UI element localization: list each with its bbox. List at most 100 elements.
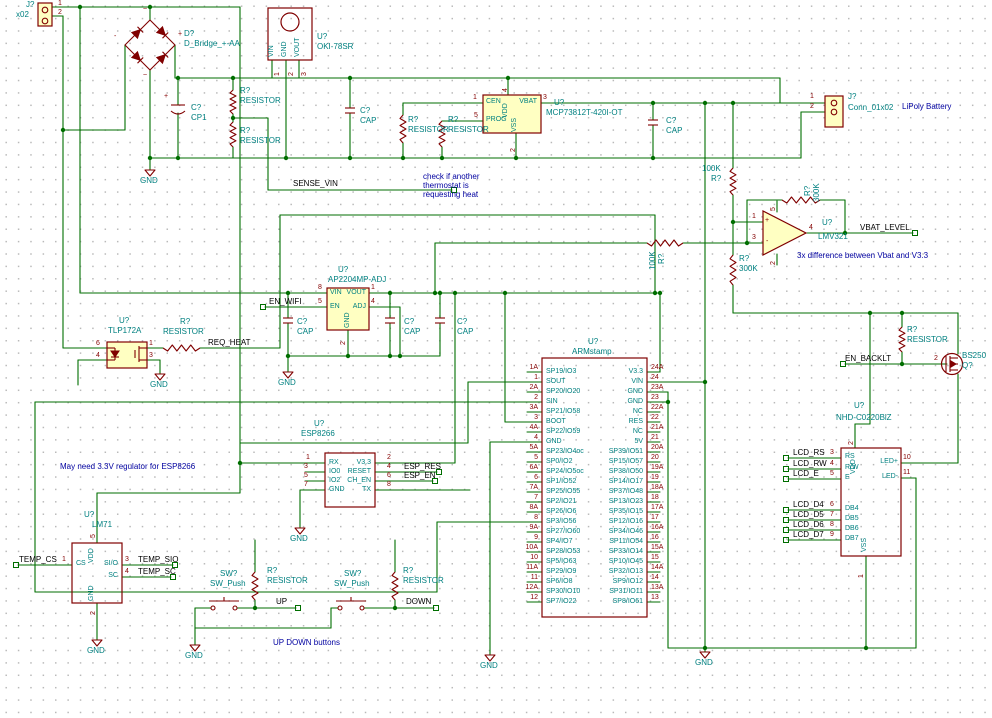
arm-left-name-3: BOOT bbox=[546, 418, 566, 425]
esp-pin-gnd: GND bbox=[329, 486, 345, 493]
note-check-2: thermostat is bbox=[423, 181, 469, 190]
rfb-ref: R? bbox=[803, 185, 812, 196]
arm-right-name-16A: SP34/IO46 bbox=[608, 528, 643, 535]
c6-ref: C? bbox=[457, 317, 468, 326]
component-lcd-nhd-c0220biz[interactable] bbox=[840, 447, 902, 557]
transistor-bs250 bbox=[940, 352, 964, 376]
r7-value: RESISTOR bbox=[267, 576, 308, 585]
arm-left-name-5: SP0/IO2 bbox=[546, 458, 573, 465]
jbat-ref: J? bbox=[848, 92, 857, 101]
lcd-pin-vdd: VDD bbox=[850, 459, 857, 474]
q1-ref: Q? bbox=[962, 361, 973, 370]
opamp-lmv321 bbox=[762, 210, 808, 256]
arm-right-name-19: SP14/IO17 bbox=[608, 478, 643, 485]
r4-ref: R? bbox=[448, 115, 459, 124]
r100k-top-ref: R? bbox=[711, 174, 722, 183]
arm-right-name-13A: SP31/IO11 bbox=[609, 588, 643, 595]
lm71-pin-vdd: VDD bbox=[88, 548, 95, 563]
arm-right-name-17: SP12/IO16 bbox=[608, 518, 643, 525]
esp-pin-io2: IO2 bbox=[329, 477, 341, 484]
ap-pin-vout: VOUT bbox=[346, 289, 366, 296]
lm71-num3: 3 bbox=[125, 556, 129, 563]
net-temp-sio: TEMP_SIO bbox=[138, 555, 179, 564]
lm71-num4: 4 bbox=[125, 568, 129, 575]
esp-num5: 5 bbox=[304, 472, 308, 479]
bridge-body bbox=[124, 19, 176, 71]
arm-left-name-9: SP4/IO7 bbox=[546, 538, 573, 545]
bridge-value: D_Bridge_+-AA bbox=[184, 39, 240, 48]
esp-pin-reset: RESET bbox=[347, 468, 371, 475]
arm-right-name-17A: SP35/IO15 bbox=[608, 508, 643, 515]
arm-left-name-10: SP5/IO63 bbox=[546, 558, 577, 565]
component-connector-j1[interactable] bbox=[37, 2, 53, 27]
component-regulator-ap2204[interactable] bbox=[326, 287, 370, 331]
r100k-in-value: 100K bbox=[648, 251, 657, 270]
arm-right-num-21A: 21A bbox=[651, 424, 664, 431]
tlp-num4: 4 bbox=[96, 352, 100, 359]
c4-ref: C? bbox=[297, 317, 308, 326]
lm71-pin-cs: CS bbox=[76, 560, 86, 567]
arm-right-name-24: VIN bbox=[631, 378, 643, 385]
arm-right-name-21A: NC bbox=[632, 428, 643, 435]
net-en-backlt: EN_BACKLT bbox=[845, 354, 892, 363]
arm-left-num-3: 3 bbox=[534, 414, 538, 421]
arm-right-name-18: SP13/IO23 bbox=[608, 498, 643, 505]
note-updown: UP DOWN buttons bbox=[273, 638, 340, 647]
arm-left-num-10A: 10A bbox=[525, 544, 538, 551]
bridge-ac1: ~ bbox=[143, 6, 148, 13]
arm-left-name-12A: SP30/IO10 bbox=[546, 588, 581, 595]
component-connector-battery[interactable] bbox=[824, 95, 844, 128]
component-sensor-lm71[interactable] bbox=[71, 542, 123, 604]
component-module-esp8266[interactable] bbox=[324, 452, 376, 508]
net-down: DOWN bbox=[406, 597, 432, 606]
net-sense-vin: SENSE_VIN bbox=[293, 179, 338, 188]
r1-ref: R? bbox=[240, 86, 251, 95]
sw2-ref: SW? bbox=[344, 569, 362, 578]
oki-value: OKI-78SR bbox=[317, 42, 354, 51]
arm-left-name-1A: SP19/IO3 bbox=[546, 368, 577, 375]
lcd-pin-ledm: LED- bbox=[882, 473, 898, 480]
oki-pin-vin: VIN bbox=[268, 45, 275, 57]
arm-right-num-13A: 13A bbox=[651, 584, 664, 591]
component-mcu-armstamp[interactable] bbox=[541, 357, 648, 618]
mcp-num2: 2 bbox=[510, 148, 517, 152]
arm-right-name-15: SP10/IO45 bbox=[608, 558, 643, 565]
arm-right-name-16: SP11/IO54 bbox=[609, 538, 643, 545]
tlp-value: TLP172A bbox=[108, 326, 142, 335]
jbat-num1: 1 bbox=[810, 93, 814, 100]
oki-num1: 1 bbox=[274, 72, 281, 76]
tlp-num3: 3 bbox=[149, 352, 153, 359]
arm-left-num-9: 9 bbox=[534, 534, 538, 541]
mcp-num1: 1 bbox=[473, 94, 477, 101]
lm71-num2: 2 bbox=[90, 611, 97, 615]
note-lipoly: LiPoly Battery bbox=[902, 102, 952, 111]
arm-left-num-6A: 6A bbox=[529, 464, 538, 471]
arm-left-num-5A: 5A bbox=[529, 444, 538, 451]
jbat-num2: 2 bbox=[810, 103, 814, 110]
arm-left-name-5A: SP23/IO4oc bbox=[546, 448, 584, 455]
arm-right-num-20: 20 bbox=[651, 454, 659, 461]
arm-left-num-9A: 9A bbox=[529, 524, 538, 531]
arm-left-name-10A: SP28/IO53 bbox=[546, 548, 581, 555]
c2-value: CAP bbox=[360, 116, 377, 125]
arm-right-num-13: 13 bbox=[651, 594, 659, 601]
arm-right-name-18A: SP37/IO48 bbox=[608, 488, 643, 495]
sw2-value: SW_Push bbox=[334, 579, 370, 588]
arm-right-name-20: SP15/IO57 bbox=[608, 458, 643, 465]
c4-value: CAP bbox=[297, 327, 314, 336]
bridge-ref: D? bbox=[184, 29, 195, 38]
lm71-value: LM71 bbox=[92, 520, 113, 529]
c3-ref: C? bbox=[666, 116, 677, 125]
arm-left-name-2A: SP20/IO20 bbox=[546, 388, 581, 395]
arm-right-name-13: SP8/IO61 bbox=[612, 598, 643, 605]
net-lcd-e: LCD_E bbox=[793, 469, 819, 478]
component-regulator-oki78sr[interactable] bbox=[267, 7, 313, 61]
r7-ref: R? bbox=[267, 566, 278, 575]
component-charger-mcp73812[interactable] bbox=[482, 94, 542, 134]
lcd-num9: 9 bbox=[830, 531, 834, 538]
arm-right-num-14: 14 bbox=[651, 574, 659, 581]
r1-value: RESISTOR bbox=[240, 96, 281, 105]
arm-right-num-23: 23 bbox=[651, 394, 659, 401]
arm-right-num-15A: 15A bbox=[651, 544, 664, 551]
